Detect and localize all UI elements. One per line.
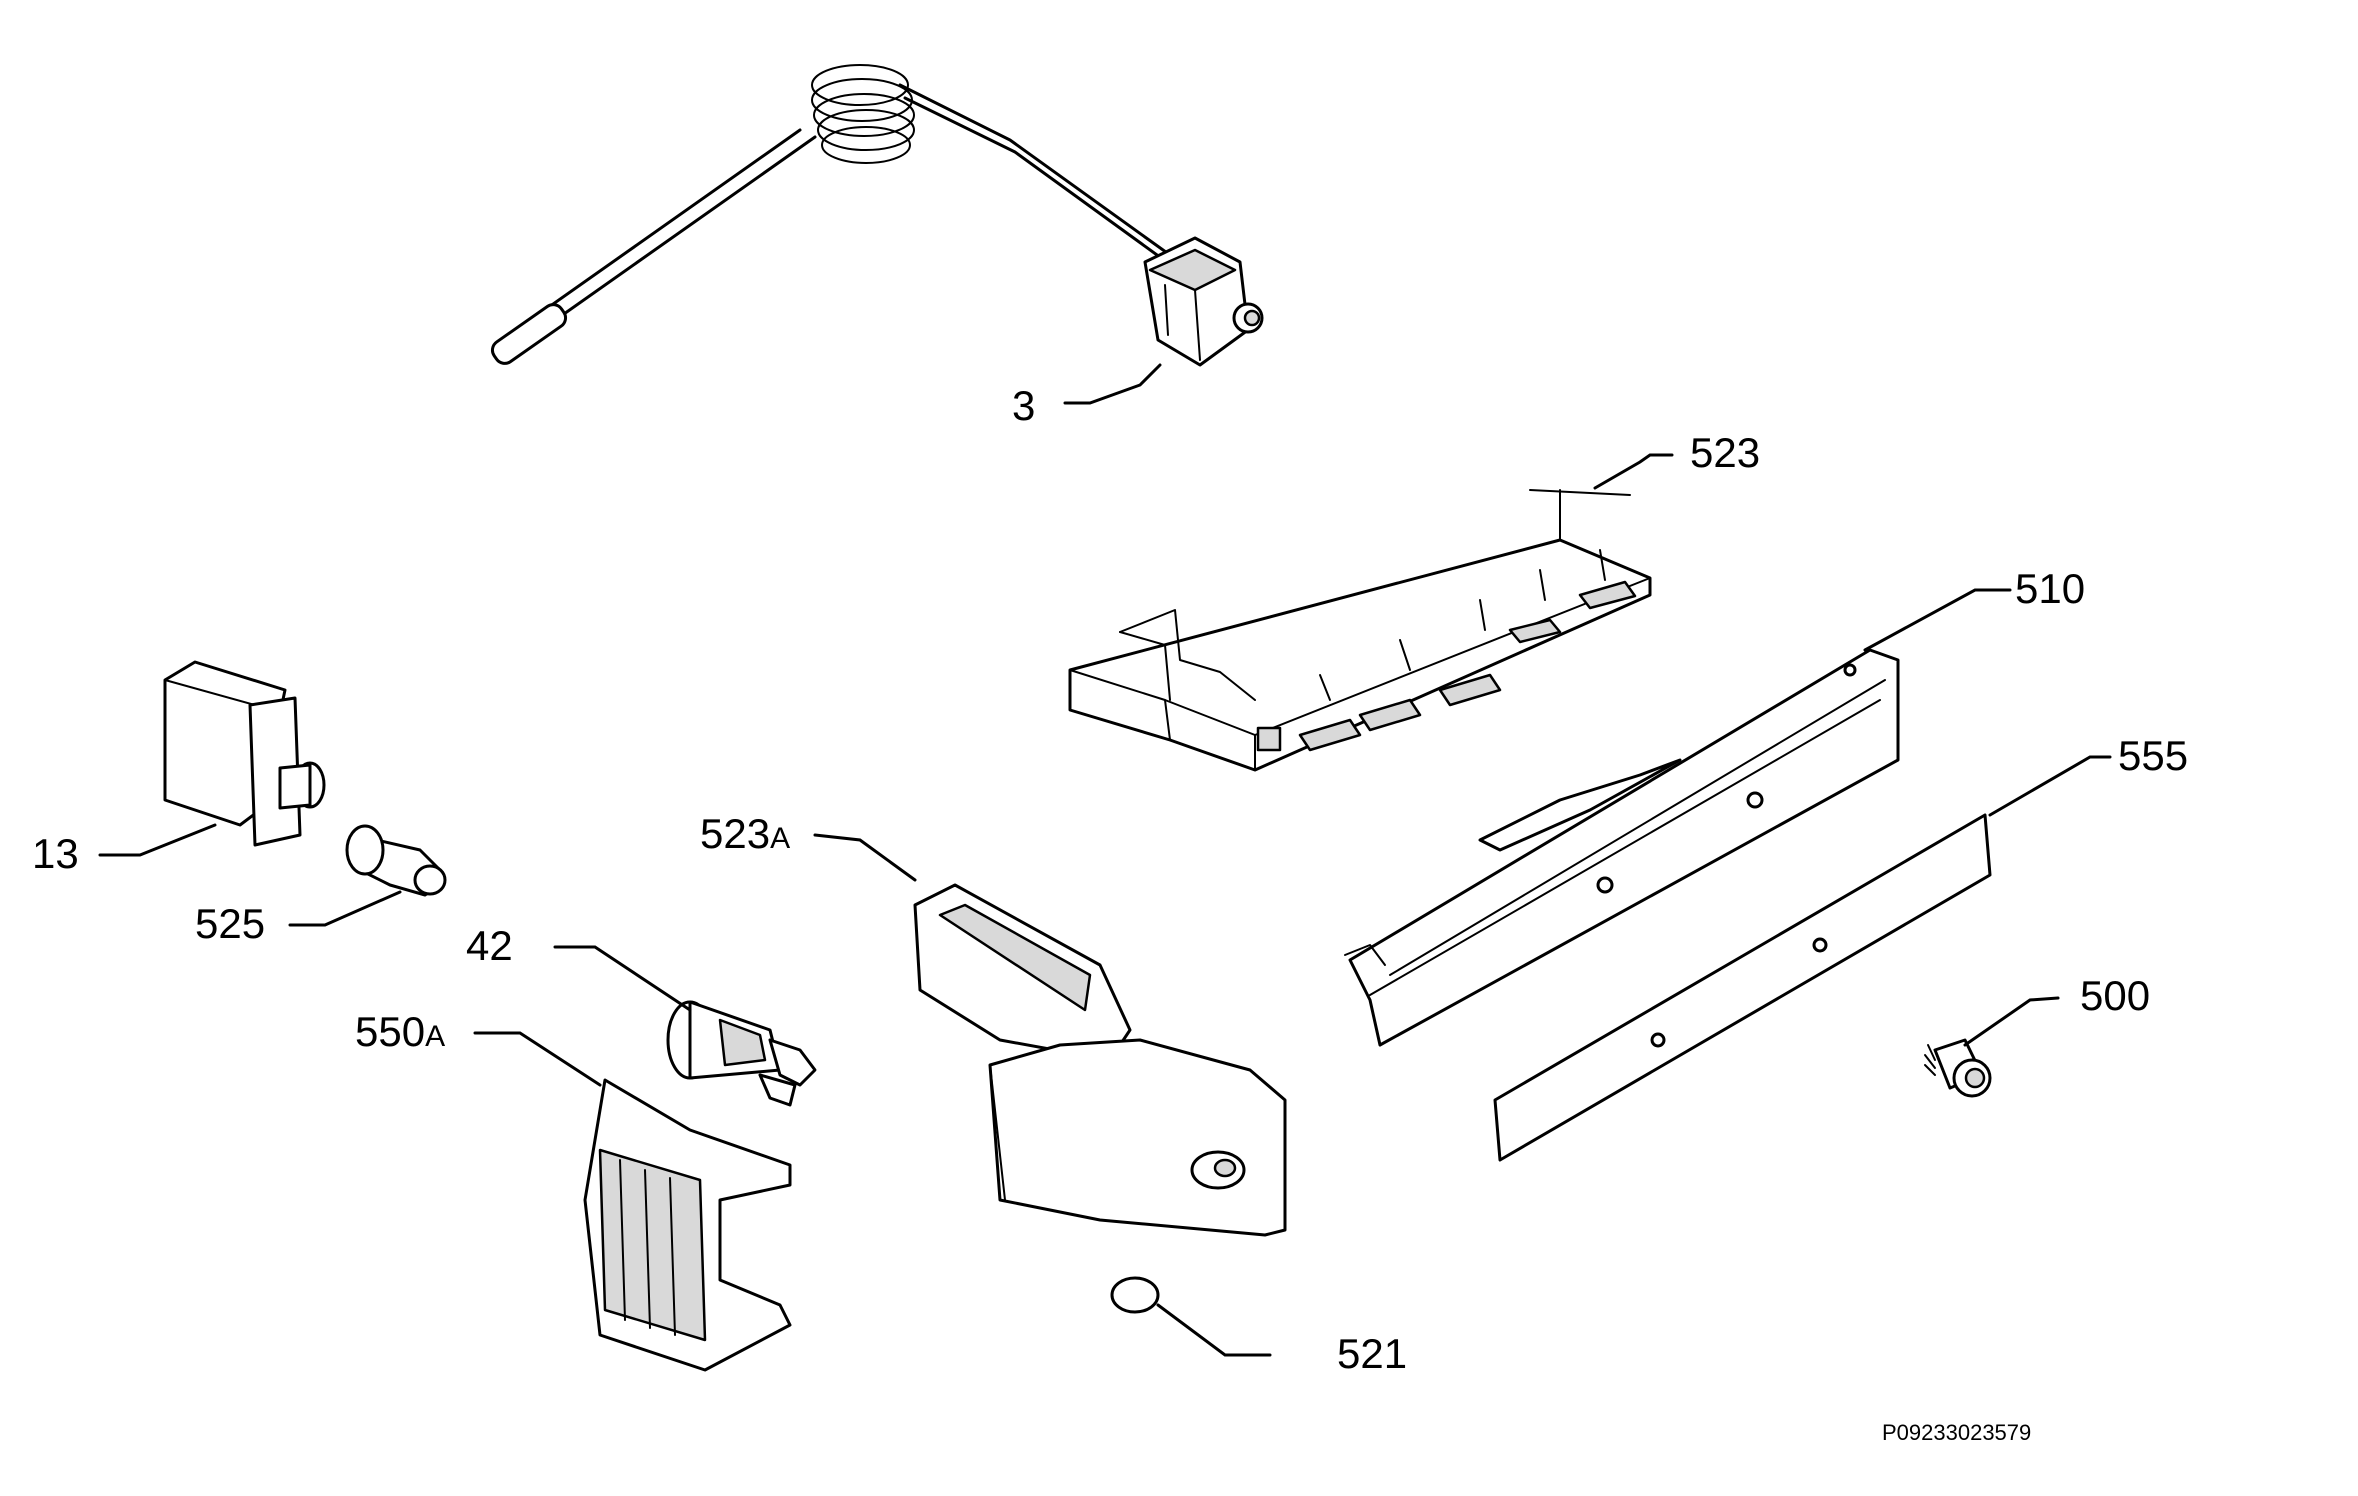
label-550A: 550A [355,1008,445,1055]
part-500-connector[interactable] [1924,1038,1992,1098]
part-42-lampholder[interactable] [666,1000,817,1107]
part-521-ring[interactable] [1110,1276,1160,1314]
part-510-panel[interactable] [1344,648,1900,1047]
label-13: 13 [32,830,79,877]
part-labels: 3 523 510 555 13 523A 525 42 500 550A 52… [32,382,2188,1377]
label-555: 555 [2118,732,2188,779]
part-523A-housing[interactable] [913,883,1287,1237]
reference-code: P09233023579 [1882,1420,2031,1445]
part-555-strip[interactable] [1493,813,1992,1162]
part-3-thermostat[interactable] [489,64,1264,367]
part-550A-lampcover[interactable] [583,1078,792,1372]
label-523: 523 [1690,429,1760,476]
label-523A: 523A [700,810,790,857]
label-521: 521 [1337,1330,1407,1377]
label-510: 510 [2015,565,2085,612]
label-3: 3 [1012,382,1035,429]
label-42: 42 [466,922,513,969]
label-525: 525 [195,900,265,947]
label-500: 500 [2080,972,2150,1019]
capillary-coil [811,64,915,164]
part-525-plunger[interactable] [345,824,447,897]
part-13-switch[interactable] [163,660,326,847]
leader-lines [98,363,2112,1357]
part-523-tray[interactable] [1068,489,1652,772]
